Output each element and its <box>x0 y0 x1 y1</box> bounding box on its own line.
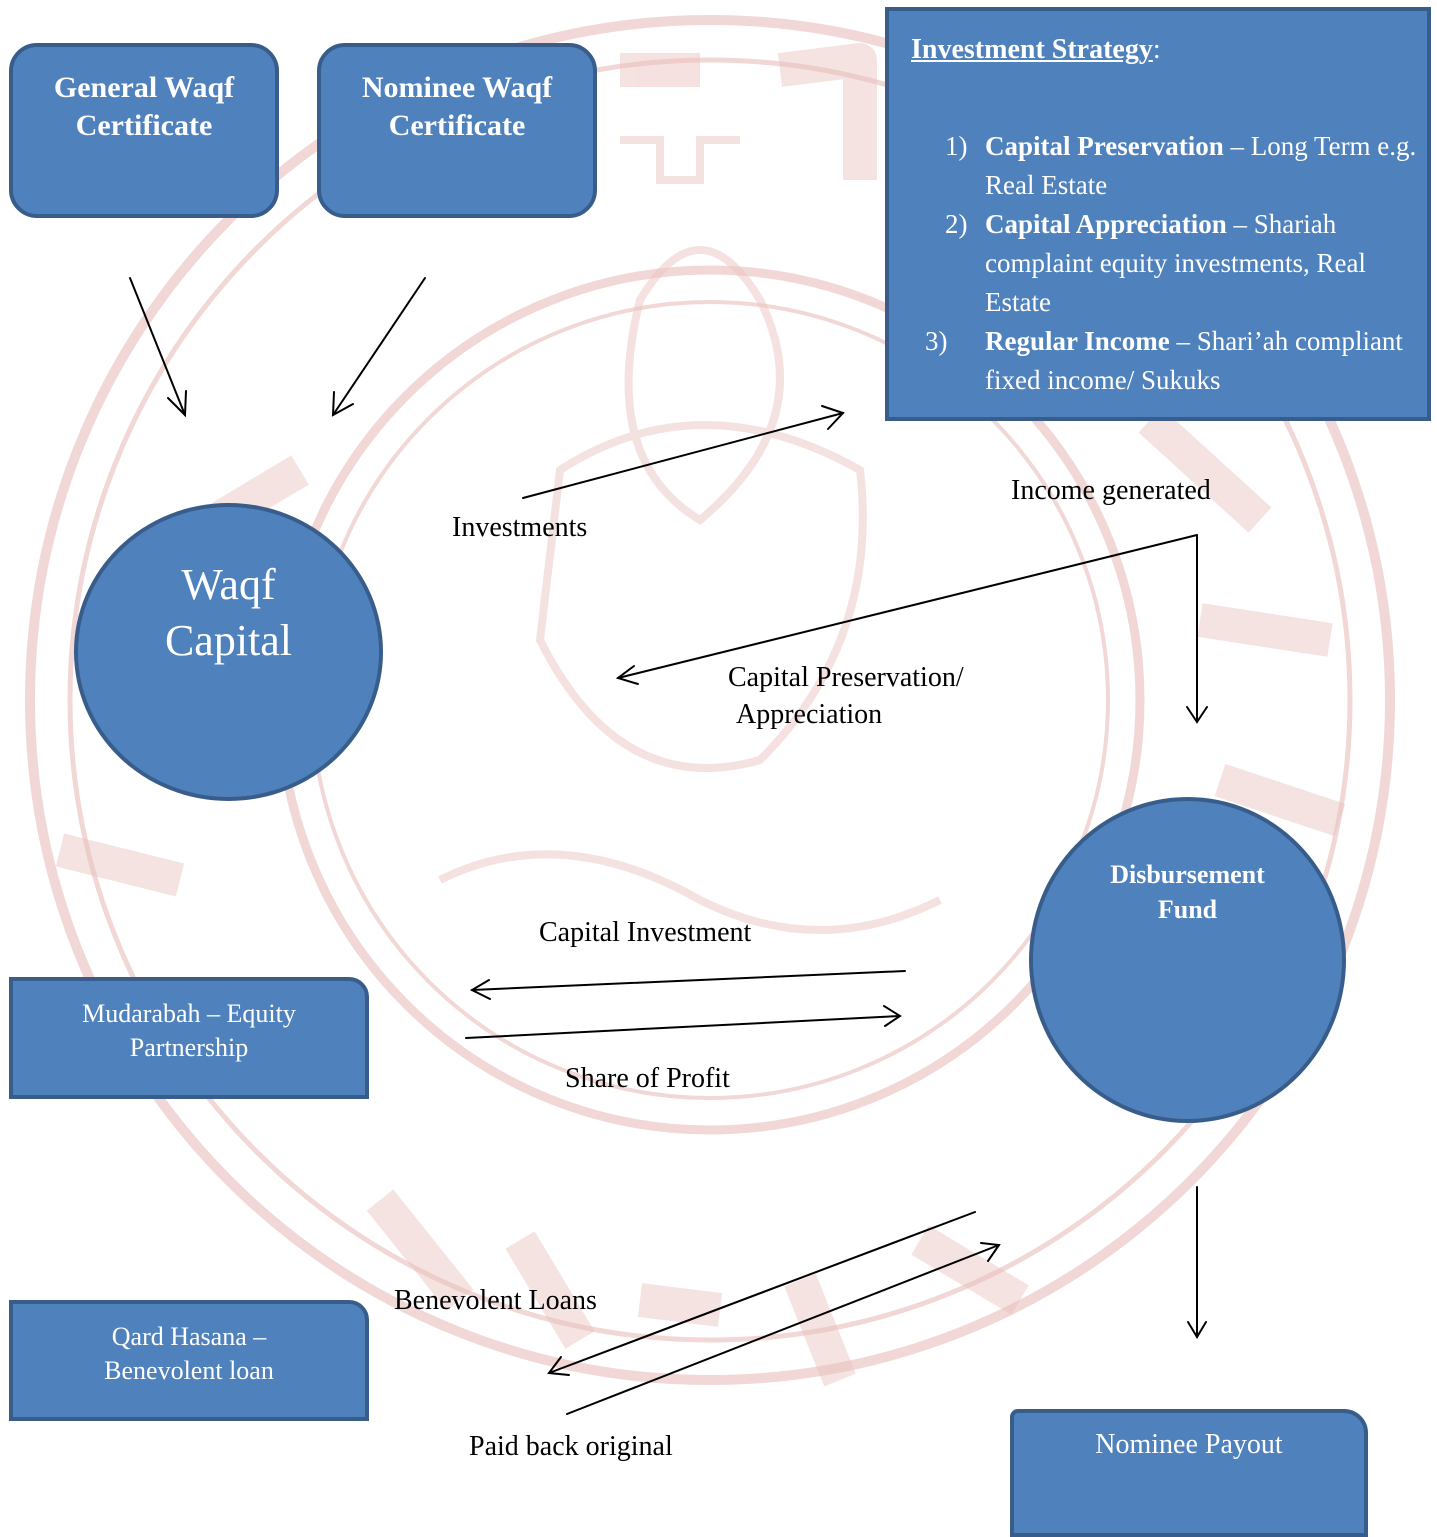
strategy-item-heading: Capital Appreciation <box>985 209 1227 239</box>
capital-preservation-line2: Appreciation <box>736 699 883 730</box>
strategy-item-text: – Shariah complaint equity investments, … <box>985 209 1366 317</box>
nominee-waqf-certificate-box: Nominee Waqf Certificate <box>317 43 597 218</box>
waqf-capital-line2: Capital <box>164 616 293 665</box>
strategy-item: 1) Capital Preservation – Long Term e.g. … <box>889 127 1427 205</box>
capital-preservation-line1: Capital Preservation/ <box>728 662 964 693</box>
strategy-item-number: 1) <box>945 131 968 161</box>
strategy-item-heading: Capital Preservation <box>985 131 1224 161</box>
investment-strategy-box: Investment Strategy: 1) Capital Preservat… <box>885 7 1431 421</box>
qard-hasana-line2: Benevolent loan <box>104 1356 274 1385</box>
strategy-item: 3) Regular Income – Shari’ah compliant fi… <box>889 322 1427 400</box>
arrow-nominee-to-capital <box>332 277 426 416</box>
disbursement-fund-circle: Disbursement Fund <box>1029 797 1346 1123</box>
general-waqf-line2: Certificate <box>75 109 213 142</box>
waqf-capital-line1: Waqf <box>181 560 276 609</box>
strategy-item-text: – Long Term e.g. Real Estate <box>985 131 1417 200</box>
arrow-benevolent-loans <box>548 1211 976 1374</box>
arrow-general-to-capital <box>129 277 186 416</box>
waqf-capital-circle: Waqf Capital <box>74 503 383 801</box>
strategy-title: Investment Strategy <box>911 34 1153 65</box>
general-waqf-line1: General Waqf <box>53 71 235 104</box>
strategy-title-colon: : <box>1152 34 1161 65</box>
arrow-capital-investment <box>471 970 906 991</box>
strategy-item-number: 3) <box>925 326 948 356</box>
strategy-item-heading: Regular Income <box>985 326 1170 356</box>
general-waqf-certificate-box: General Waqf Certificate <box>9 43 279 218</box>
nominee-waqf-line1: Nominee Waqf <box>361 71 553 104</box>
arrow-investments <box>522 412 844 499</box>
strategy-list: 1) Capital Preservation – Long Term e.g. … <box>889 127 1427 400</box>
capital-preservation-label: Capital Preservation/ Appreciation <box>728 659 964 733</box>
income-generated-label: Income generated <box>1011 475 1211 506</box>
qard-hasana-box: Qard Hasana – Benevolent loan <box>9 1300 369 1421</box>
strategy-item-text: – Shari’ah compliant fixed income/ Sukuk… <box>985 326 1403 395</box>
nominee-payout-box: Nominee Payout <box>1010 1409 1368 1537</box>
investments-label: Investments <box>452 512 588 543</box>
strategy-item: 2) Capital Appreciation – Shariah complai… <box>889 205 1427 322</box>
mudarabah-line2: Partnership <box>129 1033 249 1062</box>
nominee-payout-label: Nominee Payout <box>1095 1429 1283 1460</box>
paid-back-original-label: Paid back original <box>469 1431 673 1462</box>
qard-hasana-line1: Qard Hasana – <box>111 1322 267 1351</box>
strategy-item-number: 2) <box>945 209 968 239</box>
disbursement-fund-line1: Disbursement <box>1110 860 1265 889</box>
mudarabah-line1: Mudarabah – Equity <box>82 999 296 1028</box>
mudarabah-box: Mudarabah – Equity Partnership <box>9 977 369 1099</box>
capital-investment-label: Capital Investment <box>539 917 752 948</box>
arrow-income-return <box>617 534 1198 679</box>
disbursement-fund-line2: Fund <box>1157 895 1218 924</box>
arrow-paid-back <box>566 1244 1000 1415</box>
nominee-waqf-line2: Certificate <box>388 109 526 142</box>
arrow-share-of-profit <box>465 1015 901 1039</box>
share-of-profit-label: Share of Profit <box>565 1063 730 1094</box>
benevolent-loans-label: Benevolent Loans <box>394 1285 597 1316</box>
